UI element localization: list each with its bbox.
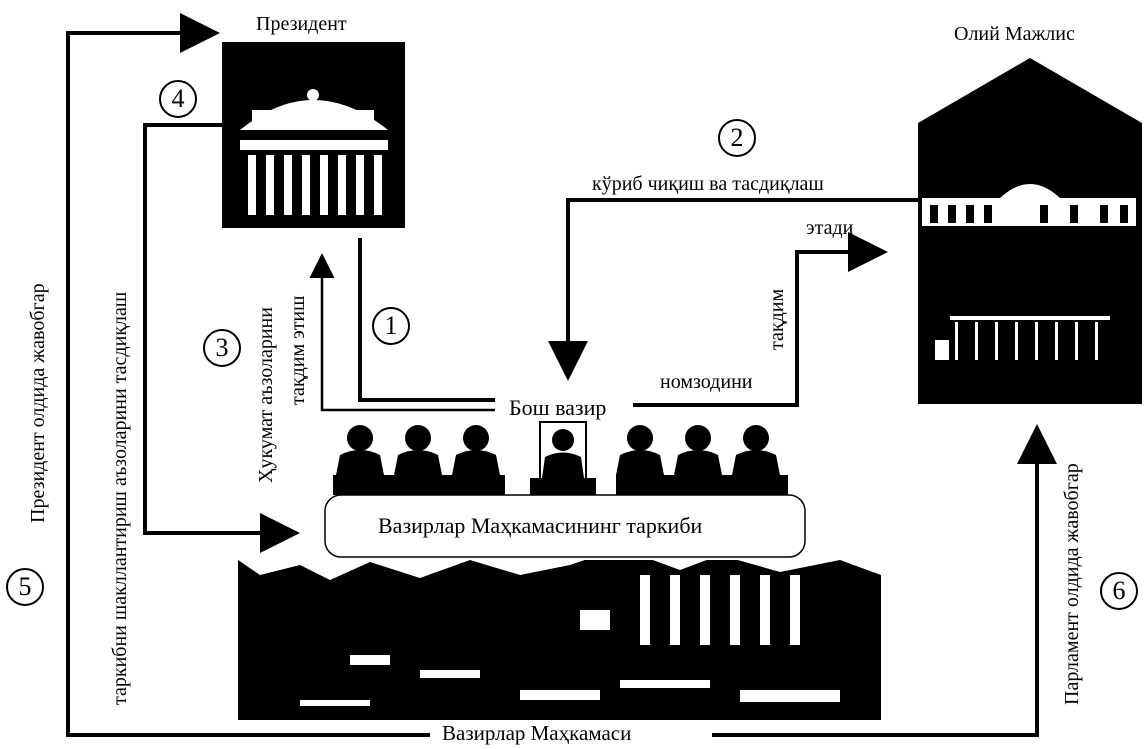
- label-etadi: этади: [806, 217, 854, 239]
- minister-figure-2: [394, 425, 442, 475]
- step-6-badge: 6: [1100, 572, 1138, 610]
- arrow-majlis-to-pm: [548, 198, 918, 381]
- step-5-badge: 5: [6, 568, 44, 606]
- oliy-majlis-building-image: [918, 58, 1142, 404]
- step-3-badge: 3: [203, 329, 241, 367]
- label-taklim-etish: тақдим этиш: [287, 295, 309, 405]
- prime-minister-figure: [530, 421, 596, 495]
- label-review-approve: кўриб чиқиш ва тасдиқлаш: [592, 173, 824, 195]
- label-hukumat-members: Ҳукумат аъзоларини: [255, 307, 277, 483]
- arrow-cabinet-to-president: [66, 13, 430, 737]
- step-4-badge: 4: [159, 80, 197, 118]
- label-president-accountable: Президент олдида жавобгар: [27, 283, 49, 523]
- president-building-image: [222, 42, 405, 238]
- arrow-pm-to-president: [309, 253, 495, 412]
- label-bosh-vazir: Бош вазир: [505, 397, 611, 419]
- line-president-to-pm: [358, 238, 495, 402]
- cabinet-building-image: [238, 548, 881, 720]
- label-composition-approve: таркибни шакллантириш аъзоларини тасдиқл…: [109, 291, 131, 705]
- minister-figure-5: [674, 425, 722, 475]
- label-nomzodini: номзодини: [660, 371, 753, 393]
- step-2-badge: 2: [718, 119, 756, 157]
- arrow-cabinet-to-parliament: [712, 424, 1057, 737]
- ministers-group: [333, 421, 788, 495]
- label-president: Президент: [256, 13, 347, 35]
- label-cabinet-composition: Вазирлар Маҳкамасининг таркиби: [378, 513, 703, 538]
- cabinet-composition-box: [324, 494, 806, 558]
- arrow-president-to-composition: [143, 123, 300, 553]
- label-parliament-accountable: Парламент олдида жавобгар: [1061, 463, 1083, 705]
- arrow-pm-to-majlis: [633, 232, 888, 407]
- connectors: [66, 13, 1057, 737]
- step-1-badge: 1: [372, 307, 410, 345]
- minister-figure-6: [732, 425, 780, 475]
- label-taklim: тақдим: [766, 288, 788, 350]
- label-oliy-majlis: Олий Мажлис: [954, 23, 1075, 45]
- minister-figure-1: [336, 425, 384, 475]
- minister-figure-4: [616, 425, 664, 475]
- label-cabinet: Вазирлар Маҳкамаси: [438, 723, 636, 744]
- minister-figure-3: [452, 425, 500, 475]
